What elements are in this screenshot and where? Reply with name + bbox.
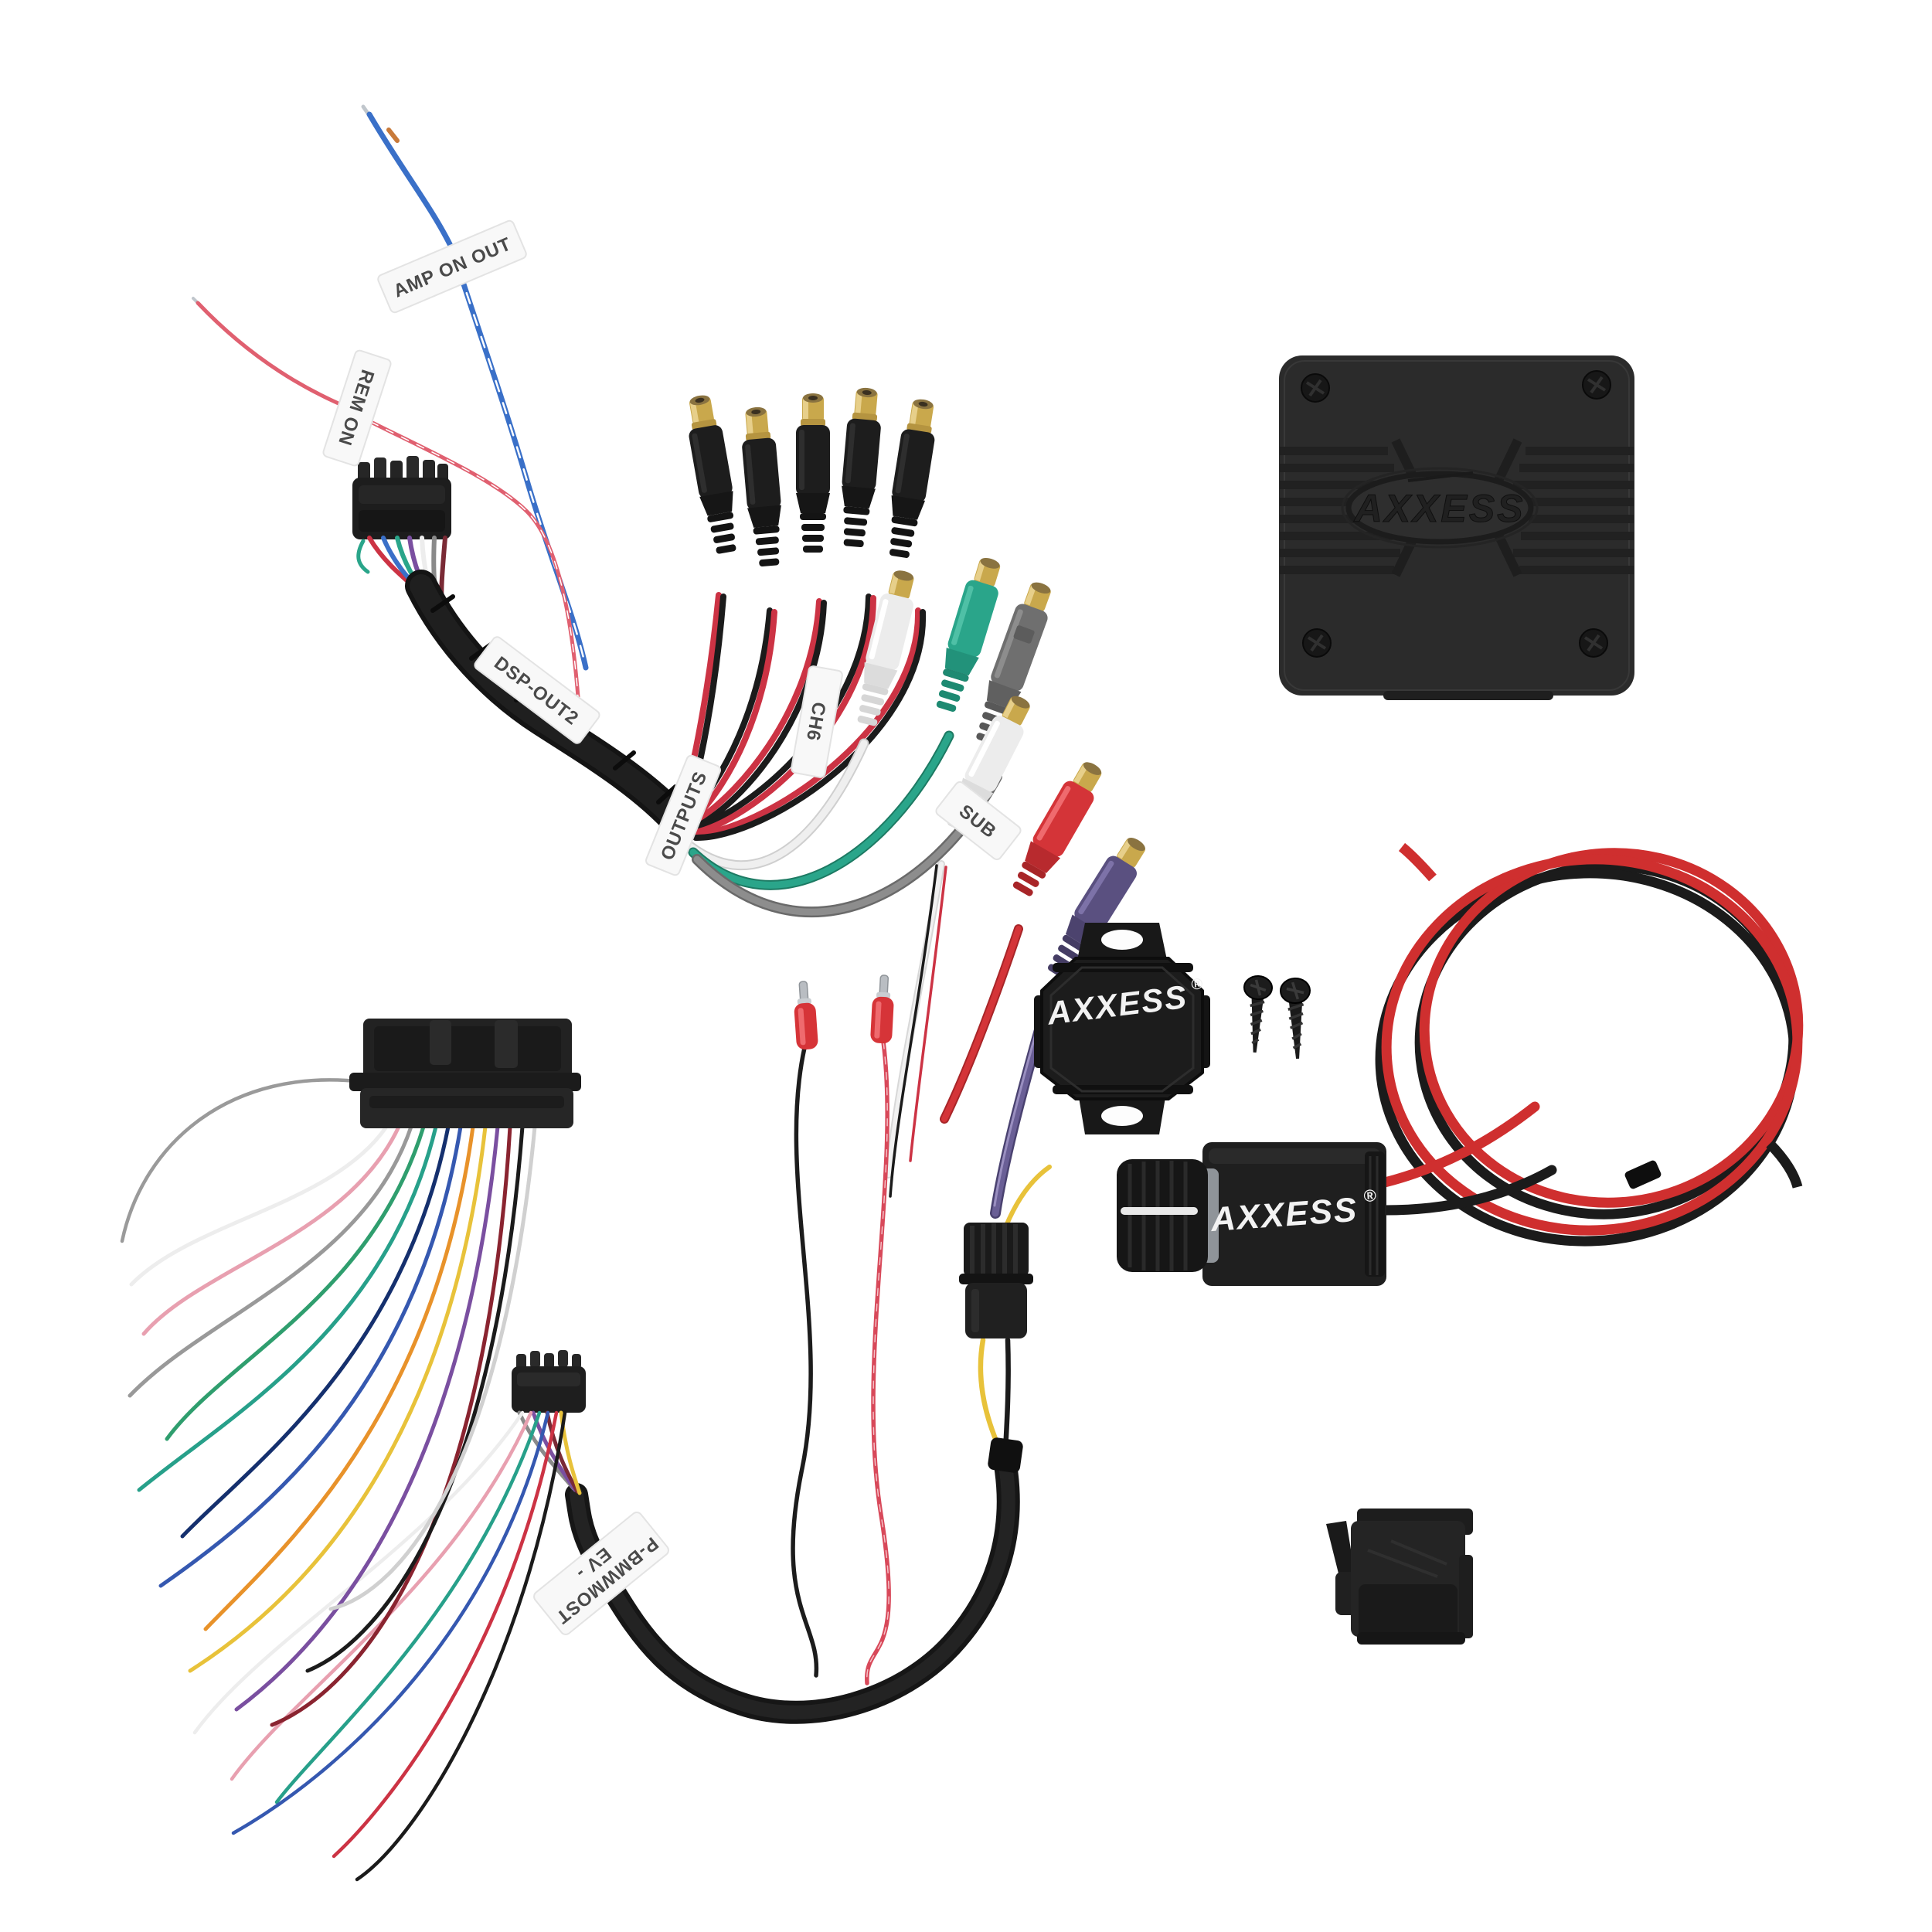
rca-plug-white-front xyxy=(857,570,914,726)
quadlock-connector xyxy=(349,1019,581,1128)
cable-tie xyxy=(1624,1160,1662,1189)
mounting-bracket-module: AXXESS ® xyxy=(1034,923,1210,1134)
bullet-terminal-wires xyxy=(791,975,894,1685)
label-bmwmost: P-BMWMOST EV - xyxy=(533,1512,669,1635)
label-amp-on-out: AMP ON OUT xyxy=(377,219,527,314)
dsp-module-box: AXXESS xyxy=(1279,355,1634,700)
label-ch6: CH6 xyxy=(791,665,843,778)
box-corner-screws xyxy=(1301,370,1611,658)
rca-plug-black-1 xyxy=(689,395,736,554)
rca-plug-green xyxy=(936,557,1001,713)
label-rem-on: REM ON xyxy=(322,349,392,467)
most-fiber-connector xyxy=(1326,1509,1473,1645)
power-wire-coil xyxy=(1375,842,1804,1247)
dsp-20pin-connector xyxy=(352,456,451,539)
rca-plug-black-5 xyxy=(889,399,935,558)
axxess-oval-emblem xyxy=(1345,471,1534,545)
rca-plug-black-4 xyxy=(842,387,881,548)
level-control-knob-module: AXXESS ® xyxy=(1117,1101,1557,1286)
rca-plug-red xyxy=(1012,762,1102,896)
amp-turn-on-wire xyxy=(361,104,589,671)
axxess-registered-bracket: ® xyxy=(1190,975,1204,994)
quadlock-harness xyxy=(120,1019,581,1727)
knob-pointer xyxy=(1121,1207,1198,1215)
rca-plug-black-2 xyxy=(742,406,781,567)
volume-knob[interactable] xyxy=(1117,1159,1208,1272)
axxess-registered-knob: ® xyxy=(1363,1185,1377,1206)
rca-plug-black-3 xyxy=(796,393,830,553)
mounting-screws xyxy=(1243,975,1311,1060)
bmwmost-harness: P-BMWMOST EV - xyxy=(192,1165,1052,1882)
micro-12pin-connector xyxy=(512,1350,586,1413)
axxess-logo-embossed: AXXESS xyxy=(1353,487,1526,530)
ribbed-plug-connector xyxy=(959,1223,1033,1338)
remote-on-wire xyxy=(192,297,580,699)
